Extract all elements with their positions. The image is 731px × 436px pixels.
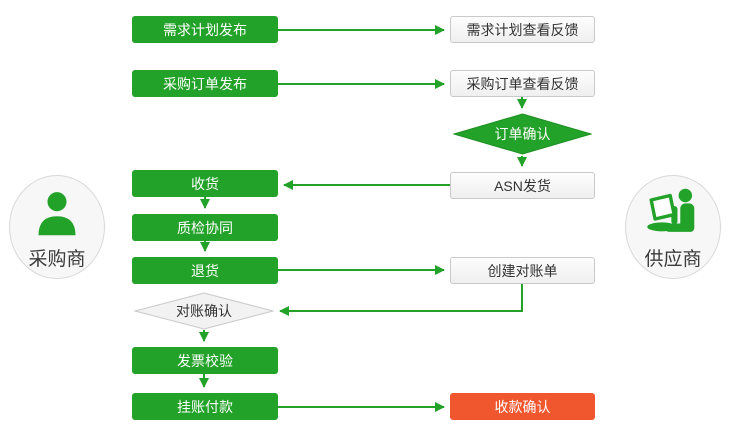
node-label: 采购订单发布 xyxy=(163,75,247,92)
node-return-goods: 退货 xyxy=(132,257,278,284)
node-invoice-verify: 发票校验 xyxy=(132,347,278,374)
node-receive-goods: 收货 xyxy=(132,170,278,197)
actor-supplier: 供应商 xyxy=(625,175,721,279)
person-laptop-icon xyxy=(647,188,695,232)
node-label: 订单确认 xyxy=(494,126,551,142)
diamond-shape xyxy=(453,113,592,155)
person-icon xyxy=(38,192,76,236)
actor-buyer: 采购商 xyxy=(9,175,105,279)
node-po-publish: 采购订单发布 xyxy=(132,70,278,97)
node-label: 质检协同 xyxy=(177,219,233,236)
node-account-payment: 挂账付款 xyxy=(132,393,278,420)
node-demand-plan-feedback: 需求计划查看反馈 xyxy=(450,16,595,43)
decision-order-confirm: 订单确认 xyxy=(453,113,592,155)
actor-buyer-label: 采购商 xyxy=(28,249,86,270)
node-po-feedback: 采购订单查看反馈 xyxy=(450,70,595,97)
node-label: 收货 xyxy=(191,175,219,192)
node-label: 挂账付款 xyxy=(177,398,233,415)
node-label: 需求计划发布 xyxy=(163,21,247,38)
node-label: 收款确认 xyxy=(494,398,551,415)
node-label: ASN发货 xyxy=(494,177,551,194)
actor-supplier-label: 供应商 xyxy=(644,249,702,270)
node-quality-collab: 质检协同 xyxy=(132,214,278,241)
node-label: 需求计划查看反馈 xyxy=(466,21,579,38)
node-label: 采购订单查看反馈 xyxy=(466,75,579,92)
node-asn-ship: ASN发货 xyxy=(450,172,595,199)
node-label: 发票校验 xyxy=(177,352,233,369)
diamond-shape xyxy=(134,292,274,330)
node-demand-plan-publish: 需求计划发布 xyxy=(132,16,278,43)
connector-statement-to-reconcile xyxy=(279,284,523,316)
node-label: 创建对账单 xyxy=(487,262,558,279)
decision-reconcile-confirm: 对账确认 xyxy=(134,292,274,330)
node-label: 对账确认 xyxy=(176,303,232,319)
node-payment-confirm: 收款确认 xyxy=(450,393,595,420)
node-create-statement: 创建对账单 xyxy=(450,257,595,284)
node-label: 退货 xyxy=(191,262,219,279)
